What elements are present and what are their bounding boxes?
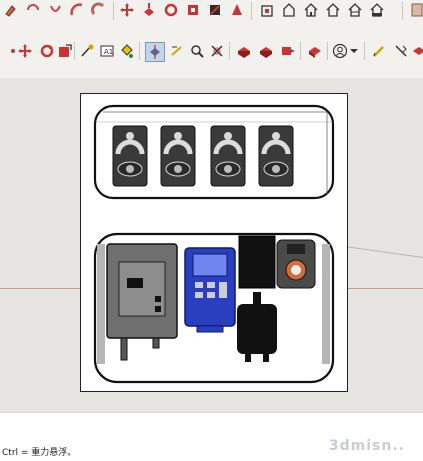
svg-text:A1: A1	[104, 48, 113, 56]
separator	[74, 42, 75, 60]
separator	[113, 2, 114, 20]
move-icon[interactable]	[16, 42, 34, 60]
pencil-icon[interactable]	[370, 42, 388, 60]
follow-me-icon[interactable]	[168, 42, 186, 60]
text-icon[interactable]: A1	[98, 42, 116, 60]
paint-bucket-icon[interactable]	[118, 42, 136, 60]
component-icon[interactable]	[235, 42, 253, 60]
controller-device	[210, 125, 246, 187]
toolbar-main: A1	[0, 22, 423, 78]
separator	[139, 42, 140, 60]
status-bar: Ctrl = 重力悬浮。 3dmisn..	[0, 412, 423, 461]
black-box-device	[237, 235, 277, 362]
zoom-icon[interactable]	[68, 1, 86, 19]
warehouse-icon[interactable]	[306, 42, 324, 60]
zoom-extents-icon[interactable]	[208, 42, 226, 60]
dot-icon[interactable]	[4, 42, 22, 60]
push-pull-icon[interactable]	[140, 1, 158, 19]
house-icon[interactable]	[258, 1, 276, 19]
tape-icon[interactable]	[78, 42, 96, 60]
controller-device	[258, 125, 294, 187]
orbit-icon[interactable]	[24, 1, 42, 19]
pan-icon[interactable]	[46, 1, 64, 19]
send-icon[interactable]	[279, 42, 297, 60]
blue-controller-device	[184, 247, 236, 333]
model-icon[interactable]	[257, 42, 275, 60]
house4-icon[interactable]	[324, 1, 342, 19]
house2-icon[interactable]	[280, 1, 298, 19]
follow-me-icon[interactable]	[228, 1, 246, 19]
zoom-icon[interactable]	[188, 42, 206, 60]
status-text: Ctrl = 重力悬浮。	[2, 448, 77, 458]
separator	[402, 2, 403, 20]
chevron-down-icon[interactable]	[349, 42, 359, 60]
enclosure-device	[106, 243, 178, 361]
user-icon[interactable]	[331, 42, 349, 60]
green-axis	[344, 246, 423, 259]
separator	[300, 42, 301, 60]
separator	[251, 2, 252, 20]
controller-device	[160, 125, 196, 187]
model-info-icon[interactable]	[410, 42, 423, 60]
rotate-icon[interactable]	[38, 42, 56, 60]
extension-icon[interactable]	[408, 1, 423, 19]
separator	[327, 42, 328, 60]
toolbar-top	[0, 0, 423, 23]
scale-icon[interactable]	[56, 42, 74, 60]
drawing-canvas[interactable]	[0, 78, 423, 412]
rotate-icon[interactable]	[162, 1, 180, 19]
move-icon[interactable]	[118, 1, 136, 19]
controller-device	[112, 125, 148, 187]
house3-icon[interactable]	[302, 1, 320, 19]
house5-icon[interactable]	[346, 1, 364, 19]
remote-device	[276, 239, 316, 289]
section-icon[interactable]	[206, 1, 224, 19]
separator	[364, 42, 365, 60]
scale-icon[interactable]	[184, 1, 202, 19]
model-sheet[interactable]	[80, 93, 348, 392]
house6-icon[interactable]	[368, 1, 386, 19]
model-drawing[interactable]	[81, 94, 349, 393]
separator	[229, 42, 230, 60]
watermark-logo: 3dmisn..	[328, 438, 405, 454]
push-pull-icon[interactable]	[145, 42, 165, 62]
offset-icon[interactable]	[90, 1, 108, 19]
settings-icon[interactable]	[392, 42, 410, 60]
paint-icon[interactable]	[2, 1, 20, 19]
